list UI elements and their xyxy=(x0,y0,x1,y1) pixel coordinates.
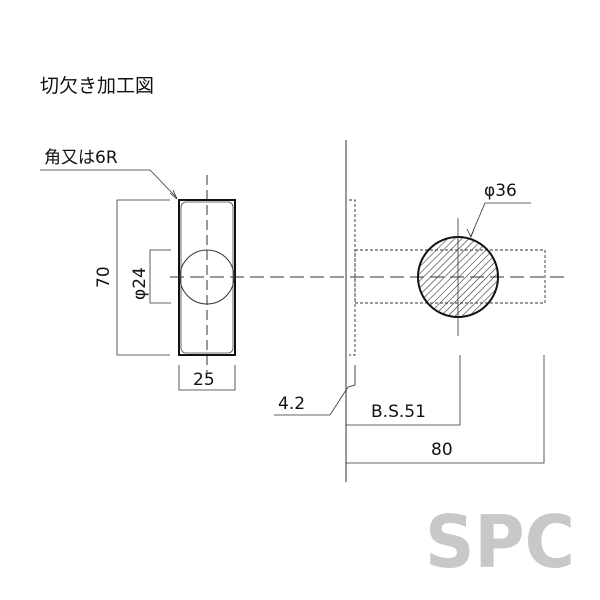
hole-dimension: φ24 xyxy=(130,267,150,300)
total-dimension: 80 xyxy=(431,440,453,460)
corner-note: 角又は6R xyxy=(44,148,118,168)
plate-dimension: 4.2 xyxy=(278,394,305,414)
width-dimension: 25 xyxy=(193,370,215,390)
backset-dimension: B.S.51 xyxy=(371,402,426,422)
knob-dimension: φ36 xyxy=(484,181,517,201)
diagram-title: 切欠き加工図 xyxy=(40,75,154,97)
height-dimension: 70 xyxy=(94,266,114,288)
spc-logo: SPC xyxy=(425,500,575,584)
cutout-front-view xyxy=(178,199,236,356)
